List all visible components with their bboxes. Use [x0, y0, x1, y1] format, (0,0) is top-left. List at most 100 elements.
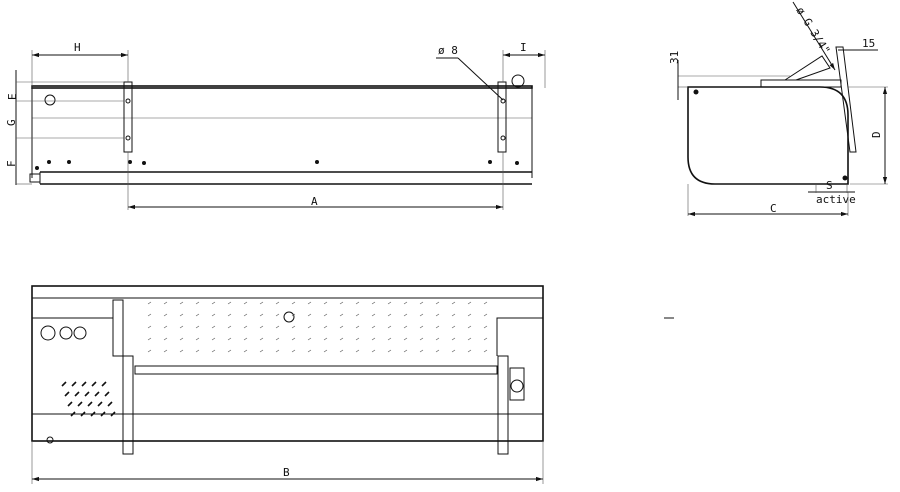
vent-slot — [435, 301, 440, 305]
dim-S: S — [826, 179, 833, 192]
vent-slot — [307, 313, 312, 317]
vent-slot — [110, 411, 116, 417]
vent-slot — [147, 313, 152, 317]
vent-slot — [163, 301, 168, 305]
vent-slot — [227, 313, 232, 317]
dim-I: I — [520, 41, 527, 54]
dim-E: E — [6, 93, 19, 100]
vent-slot — [101, 381, 107, 387]
vent-slot — [339, 325, 344, 329]
vent-slot — [307, 325, 312, 329]
vent-slot — [227, 301, 232, 305]
vent-slot — [419, 325, 424, 329]
vent-slot — [84, 391, 90, 397]
vent-slot — [94, 391, 100, 397]
dim-hole-diameter: ø 8 — [438, 44, 458, 57]
vent-slot — [179, 337, 184, 341]
vent-slot — [307, 337, 312, 341]
vent-slot — [147, 301, 152, 305]
vent-slot — [371, 325, 376, 329]
vent-slot — [355, 325, 360, 329]
vent-slot — [74, 391, 80, 397]
vent-slot — [355, 301, 360, 305]
vent-slot — [227, 325, 232, 329]
vent-slot — [97, 401, 103, 407]
vent-slot — [163, 325, 168, 329]
vent-slot — [243, 301, 248, 305]
vent-slot — [419, 337, 424, 341]
vent-slot — [211, 349, 216, 353]
vent-slot — [451, 325, 456, 329]
vent-slot — [195, 349, 200, 353]
vent-slot — [243, 313, 248, 317]
vent-slot — [227, 337, 232, 341]
vent-slot — [227, 349, 232, 353]
vent-slot — [403, 301, 408, 305]
vent-slot — [451, 301, 456, 305]
vent-slot — [467, 337, 472, 341]
vent-slot — [307, 301, 312, 305]
vent-slot — [243, 337, 248, 341]
vent-slot — [147, 349, 152, 353]
vent-slot — [195, 325, 200, 329]
vent-slot — [323, 337, 328, 341]
vent-slot — [451, 313, 456, 317]
vent-slot — [71, 381, 77, 387]
vent-slot — [147, 337, 152, 341]
vent-slot — [259, 325, 264, 329]
vent-slot — [61, 381, 67, 387]
vent-slot — [179, 313, 184, 317]
vent-slot — [467, 301, 472, 305]
vent-slot — [243, 325, 248, 329]
top-view: B — [31, 285, 544, 484]
vent-slot — [387, 349, 392, 353]
dim-pipe-thread: ø G 3/4" — [793, 5, 832, 57]
vent-slot — [323, 349, 328, 353]
vent-slot — [107, 401, 113, 407]
dim-D: D — [870, 131, 883, 138]
vent-slot — [179, 301, 184, 305]
vent-slot — [483, 313, 488, 317]
vent-slot — [163, 337, 168, 341]
side-view: 31 ø G 3/4" 15 D S active C — [664, 1, 888, 319]
vent-slot — [339, 349, 344, 353]
vent-slot — [387, 313, 392, 317]
vent-slot — [70, 411, 76, 417]
vent-slot — [243, 349, 248, 353]
vent-slot — [64, 391, 70, 397]
vent-slot — [451, 337, 456, 341]
vent-slot — [467, 325, 472, 329]
vent-slot — [259, 349, 264, 353]
vent-slot — [339, 301, 344, 305]
vent-slot — [371, 313, 376, 317]
vent-slot — [259, 313, 264, 317]
vent-slot — [451, 349, 456, 353]
vent-slot — [403, 313, 408, 317]
dim-15: 15 — [862, 37, 875, 50]
vent-slot — [467, 313, 472, 317]
vent-slot — [100, 411, 106, 417]
dim-31: 31 — [668, 51, 681, 64]
vent-slot — [67, 401, 73, 407]
vent-slot — [147, 325, 152, 329]
vent-slot — [163, 313, 168, 317]
front-view: H I ø 8 E G F A — [5, 41, 546, 210]
dim-B: B — [283, 466, 290, 479]
vent-slot — [419, 301, 424, 305]
vent-slot — [211, 337, 216, 341]
vent-slot — [291, 301, 296, 305]
vent-slot — [275, 325, 280, 329]
vent-slot — [91, 381, 97, 387]
vent-slot — [291, 337, 296, 341]
dim-H: H — [74, 41, 81, 54]
vent-slot — [483, 301, 488, 305]
vent-slot — [275, 337, 280, 341]
vent-slot — [259, 337, 264, 341]
vent-slot — [275, 349, 280, 353]
vent-slot — [275, 301, 280, 305]
vent-pattern — [61, 301, 488, 417]
side-bracket — [835, 46, 857, 153]
vent-slot — [387, 325, 392, 329]
vent-slot — [291, 313, 296, 317]
vent-slot — [371, 349, 376, 353]
